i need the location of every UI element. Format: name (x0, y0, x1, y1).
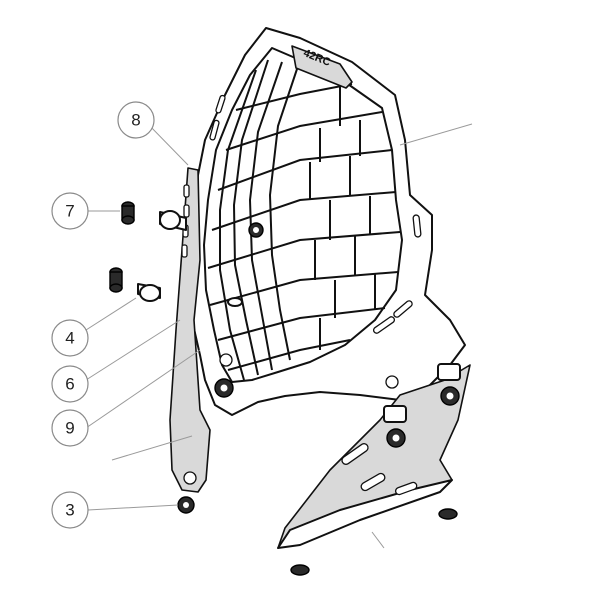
callout-7: 7 (51, 192, 89, 230)
mesh-grid (207, 59, 401, 381)
rubber-pad-right (438, 508, 458, 520)
hardware (109, 201, 461, 576)
washer-3 (177, 496, 195, 514)
callout-6: 6 (51, 365, 89, 403)
callout-3: 3 (51, 491, 89, 529)
callout-4: 4 (51, 319, 89, 357)
mount-bolt-upper (437, 363, 461, 406)
callout-label: 6 (65, 375, 74, 394)
frame-nut (214, 378, 234, 398)
logo-badge (291, 45, 353, 89)
headlight-guard: 42RC (187, 27, 466, 416)
callout-label: 8 (131, 111, 140, 130)
callout-8: 8 (117, 101, 155, 139)
callout-label: 3 (65, 501, 74, 520)
lower-mount-bracket (277, 364, 471, 549)
mount-bolt-lower (383, 405, 407, 448)
bolt-4 (137, 283, 161, 302)
callout-label: 9 (65, 419, 74, 438)
grommet-4 (109, 267, 123, 293)
left-bracket-strip (169, 167, 211, 493)
washer-6 (227, 297, 243, 307)
grommet-7 (121, 201, 135, 225)
lower-bracket-foot (277, 479, 453, 549)
bolt-7 (159, 210, 187, 231)
callout-label: 7 (65, 202, 74, 221)
callout-label: 4 (65, 329, 74, 348)
frame-hole-right (385, 375, 399, 389)
left-bracket (169, 167, 211, 493)
rubber-pad-left (290, 564, 310, 576)
callout-9: 9 (51, 409, 89, 447)
frame-slots (209, 94, 422, 334)
frame-hole-left (219, 353, 233, 367)
bracket-bottom-hole (183, 471, 197, 485)
mesh-window (203, 47, 403, 383)
mesh-nut (248, 222, 264, 238)
leader-lines (85, 121, 473, 549)
